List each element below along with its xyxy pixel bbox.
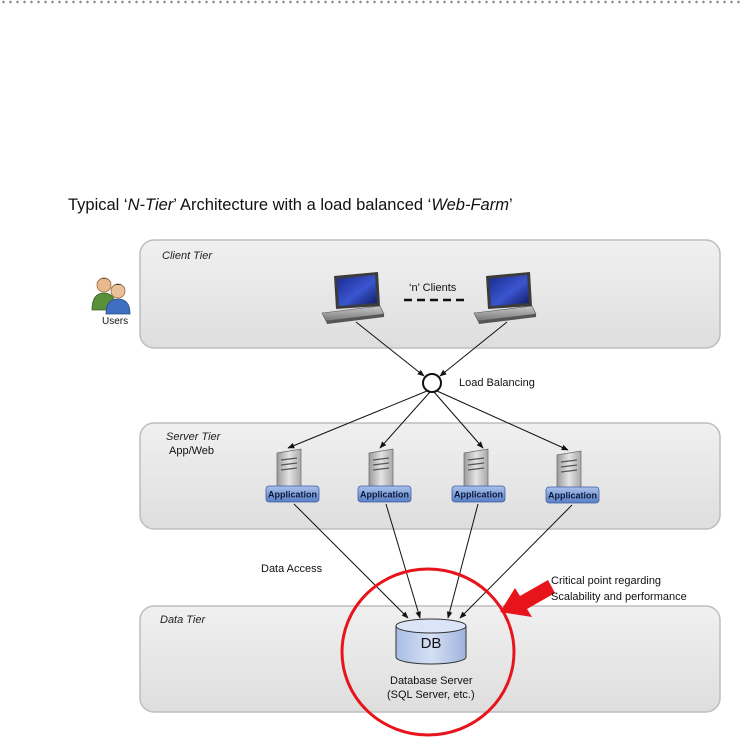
- database-cylinder-icon: DB: [395, 618, 467, 665]
- arrow-right-client-to-balancer: [439, 321, 508, 377]
- dotted-top-border: [0, 0, 744, 4]
- laptop-icon-right: [473, 272, 537, 324]
- app-server-1: Application: [265, 448, 320, 503]
- arrow-server-4-to-db: [459, 504, 573, 619]
- users-icon: [91, 277, 131, 315]
- arrow-left-client-to-balancer: [355, 321, 425, 377]
- arrow-balancer-to-server-3: [433, 391, 484, 449]
- critical-highlight-circle: [340, 567, 516, 737]
- db-server-name: Database Server: [390, 675, 473, 687]
- data-access-label: Data Access: [261, 563, 323, 575]
- critical-note-line1: Critical point regarding: [551, 575, 662, 587]
- arrow-balancer-to-server-1: [287, 390, 428, 449]
- arrow-server-3-to-db: [446, 503, 479, 619]
- data-tier-label: Data Tier: [160, 614, 206, 626]
- users-label: Users: [102, 316, 129, 327]
- clients-label: ‘n’ Clients: [409, 282, 457, 294]
- app-server-label: Application: [454, 490, 503, 500]
- server-sub-label: App/Web: [169, 445, 215, 457]
- server-tier-label: Server Tier: [166, 431, 221, 443]
- load-balancer-node: [422, 373, 442, 393]
- arrow-balancer-to-server-4: [436, 390, 569, 451]
- client-tier-label: Client Tier: [162, 250, 213, 262]
- page-title: Typical ‘N-Tier’ Architecture with a loa…: [68, 196, 513, 214]
- arrow-server-2-to-db: [385, 503, 421, 619]
- app-server-label: Application: [268, 490, 317, 500]
- db-label: DB: [421, 635, 442, 652]
- arrow-balancer-to-server-2: [379, 391, 431, 449]
- app-server-4: Application: [545, 450, 600, 504]
- app-server-3: Application: [451, 448, 506, 503]
- critical-note-line2: Scalability and performance: [551, 591, 687, 603]
- app-server-label: Application: [548, 491, 597, 501]
- load-balancing-label: Load Balancing: [459, 377, 535, 389]
- laptop-icon-left: [321, 272, 385, 324]
- app-server-label: Application: [360, 490, 409, 500]
- app-server-2: Application: [357, 448, 412, 503]
- client-tier-box: [139, 239, 721, 349]
- arrow-server-1-to-db: [293, 503, 409, 619]
- db-server-detail: (SQL Server, etc.): [387, 689, 475, 701]
- server-tier-box: [139, 422, 721, 530]
- critical-pointer-arrow: [500, 580, 555, 617]
